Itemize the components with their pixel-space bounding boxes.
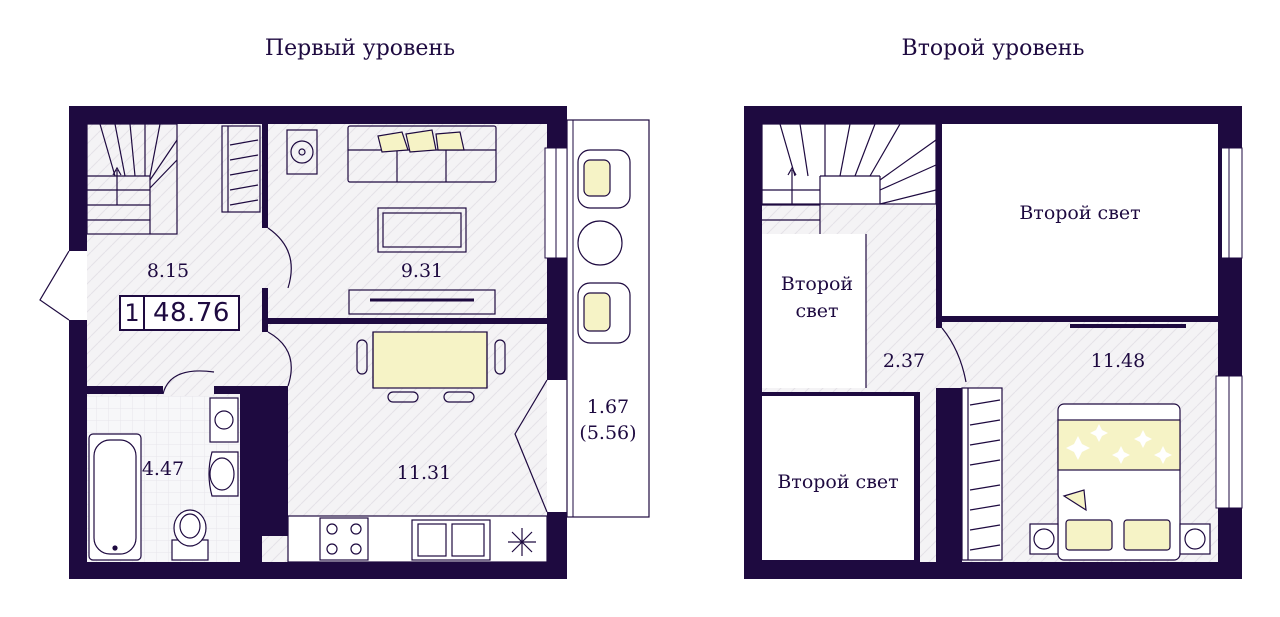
- room-area-balcony: 1.67: [586, 396, 630, 418]
- second-level-plan: [744, 106, 1243, 579]
- total-area: 48.76: [153, 298, 230, 328]
- room-area-corridor: 2.37: [882, 350, 926, 372]
- room-area-hall: 8.15: [146, 260, 190, 282]
- second-level-title: Второй уровень: [901, 36, 1085, 61]
- room-area-balcony-total: (5.56): [579, 422, 637, 444]
- first-level-plan: [39, 106, 650, 579]
- room-area-kitchen: 11.31: [396, 462, 452, 484]
- room-area-bedroom: 11.48: [1090, 350, 1146, 372]
- second-light-bottom-label: Второй свет: [777, 471, 899, 493]
- room-area-bath: 4.47: [141, 458, 185, 480]
- first-level-title: Первый уровень: [264, 36, 456, 61]
- second-light-left-line2: свет: [795, 300, 839, 322]
- second-light-top-label: Второй свет: [1019, 202, 1141, 224]
- second-light-left-line1: Второй: [780, 273, 854, 295]
- room-area-living: 9.31: [400, 260, 444, 282]
- apartment-badge: 1 48.76: [119, 295, 240, 331]
- rooms-count: 1: [121, 297, 145, 329]
